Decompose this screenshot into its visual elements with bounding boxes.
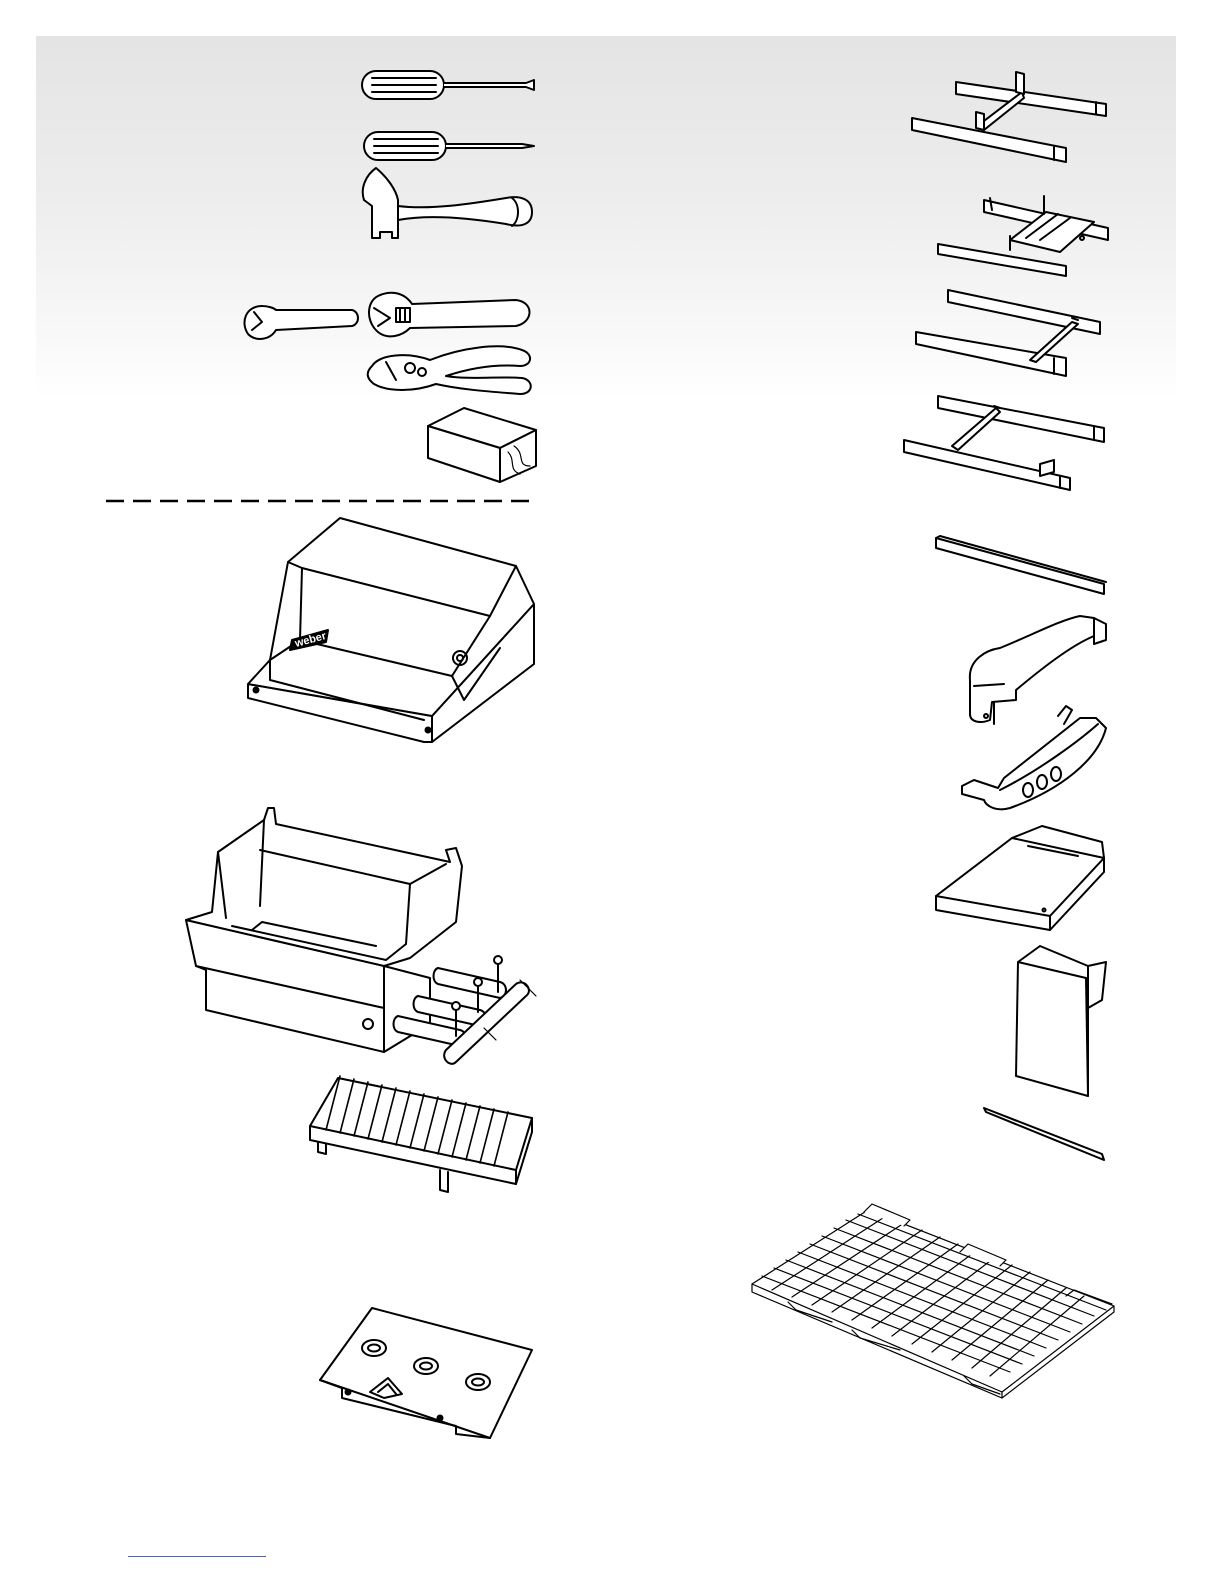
frame-assembly-2-icon bbox=[938, 196, 1108, 276]
bottom-rack-icon bbox=[752, 1204, 1114, 1398]
control-panel-icon bbox=[320, 1308, 532, 1438]
cross-bar-icon bbox=[936, 536, 1106, 594]
wood-block-icon bbox=[428, 408, 536, 482]
adjustable-wrench-icon bbox=[369, 293, 530, 337]
handle-icon bbox=[970, 616, 1106, 724]
open-end-wrench-icon bbox=[244, 306, 358, 339]
grill-lid-icon: weber bbox=[248, 518, 534, 742]
flat-screwdriver-icon bbox=[362, 71, 534, 99]
frame-assembly-3-icon bbox=[916, 290, 1100, 376]
cooking-grate-icon bbox=[310, 1076, 532, 1192]
cookbox-with-burners-icon bbox=[186, 808, 536, 1064]
phillips-screwdriver-icon bbox=[364, 132, 534, 160]
footer-link-underline[interactable] bbox=[128, 1556, 266, 1557]
hammer-icon bbox=[363, 168, 532, 238]
shelf-icon bbox=[936, 826, 1104, 930]
frame-assembly-4-icon bbox=[904, 396, 1104, 490]
side-panel-icon bbox=[1016, 946, 1106, 1096]
rod-icon bbox=[984, 1108, 1104, 1160]
pliers-icon bbox=[368, 346, 531, 394]
frame-assembly-1-icon bbox=[912, 72, 1106, 162]
